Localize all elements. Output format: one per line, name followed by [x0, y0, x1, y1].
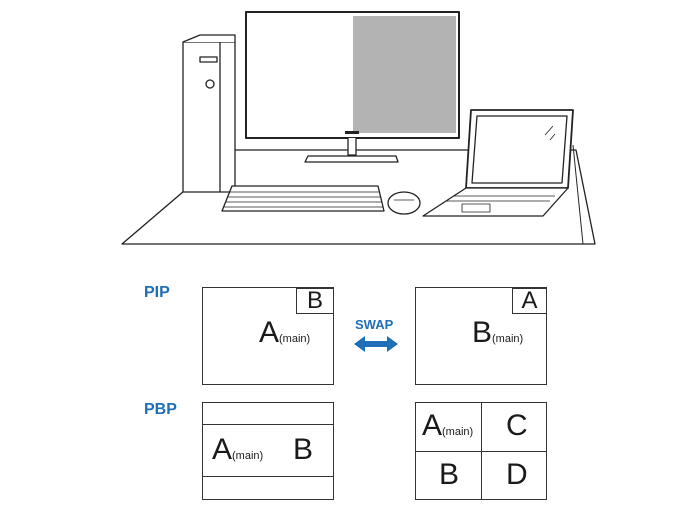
swap-arrow-icon — [354, 336, 398, 352]
pbp-quad-a-letter: A — [422, 409, 443, 442]
mouse-icon — [387, 191, 421, 215]
pip-right-main: B(main) — [472, 318, 523, 348]
pbp-quad-screen: A(main) C B D — [415, 402, 547, 500]
pip-right-main-letter: B — [472, 316, 493, 349]
pbp-label: PBP — [144, 401, 177, 418]
pc-tower-icon — [182, 34, 236, 193]
pip-left-main: A(main) — [259, 318, 310, 348]
pbp-two-a-letter: A — [212, 433, 233, 466]
pbp-two-left: A(main) — [212, 435, 263, 465]
pip-right-screen: A B(main) — [415, 287, 547, 385]
pbp-two-screen: A(main) B — [202, 402, 334, 500]
pbp-two-top-divider — [203, 424, 333, 425]
pc-setup-illustration — [121, 11, 596, 245]
pbp-two-bottom-divider — [203, 476, 333, 477]
pbp-quad-a: A(main) — [422, 411, 473, 441]
pbp-quad-v-divider — [481, 403, 482, 499]
laptop-icon — [422, 109, 584, 245]
pip-right-inset-label: A — [521, 287, 538, 314]
monitor-icon — [245, 11, 460, 163]
pbp-quad-a-sub: (main) — [442, 426, 474, 438]
keyboard-icon — [221, 185, 385, 212]
swap-label: SWAP — [355, 317, 394, 332]
pbp-quad-d-letter: D — [506, 458, 528, 491]
pip-right-inset: A — [512, 287, 547, 314]
pip-right-main-sub: (main) — [492, 333, 524, 345]
pip-label: PIP — [144, 284, 170, 301]
pbp-quad-c-letter: C — [506, 409, 528, 442]
pip-left-inset: B — [296, 287, 334, 314]
pip-left-inset-label: B — [306, 287, 323, 314]
pip-left-screen: B A(main) — [202, 287, 334, 385]
pbp-two-right-letter: B — [293, 433, 314, 466]
pip-left-main-letter: A — [259, 316, 280, 349]
pbp-quad-b-letter: B — [439, 458, 460, 491]
pbp-two-a-sub: (main) — [232, 450, 264, 462]
pip-left-main-sub: (main) — [279, 333, 311, 345]
